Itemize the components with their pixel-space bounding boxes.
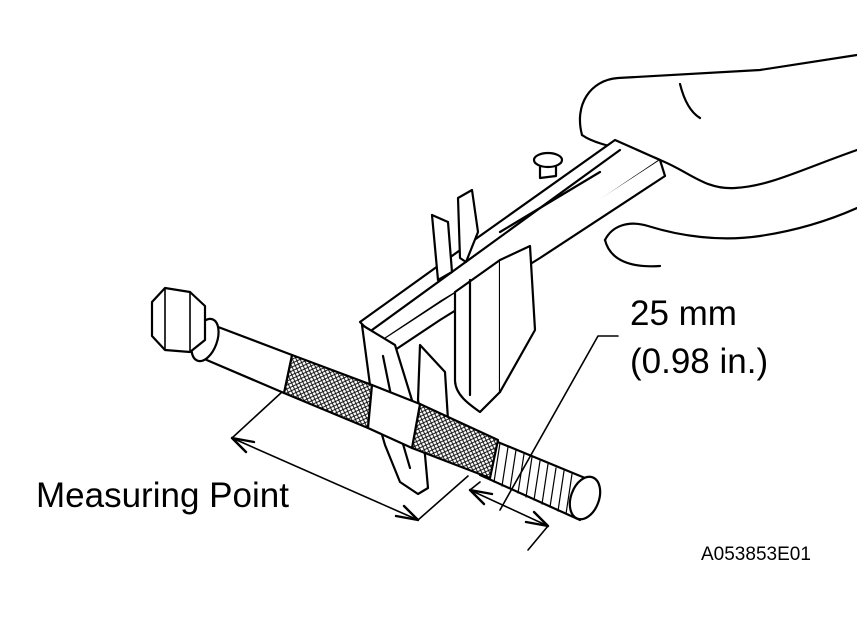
caliper-slider: [453, 244, 537, 414]
figure-id-label: A053853E01: [701, 544, 811, 565]
caliper-upper-jaws: [430, 188, 480, 282]
length-spec-mm-label: 25 mm: [630, 294, 737, 333]
measuring-point-dimension: [230, 391, 469, 522]
measuring-point-label: Measuring Point: [36, 476, 289, 515]
locking-screw: [532, 151, 564, 180]
length-spec-inch-label: (0.98 in.): [630, 342, 769, 381]
bolt: [150, 286, 602, 522]
twentyfive-mm-dimension: [468, 481, 550, 551]
spec-leader-line: [499, 335, 619, 511]
